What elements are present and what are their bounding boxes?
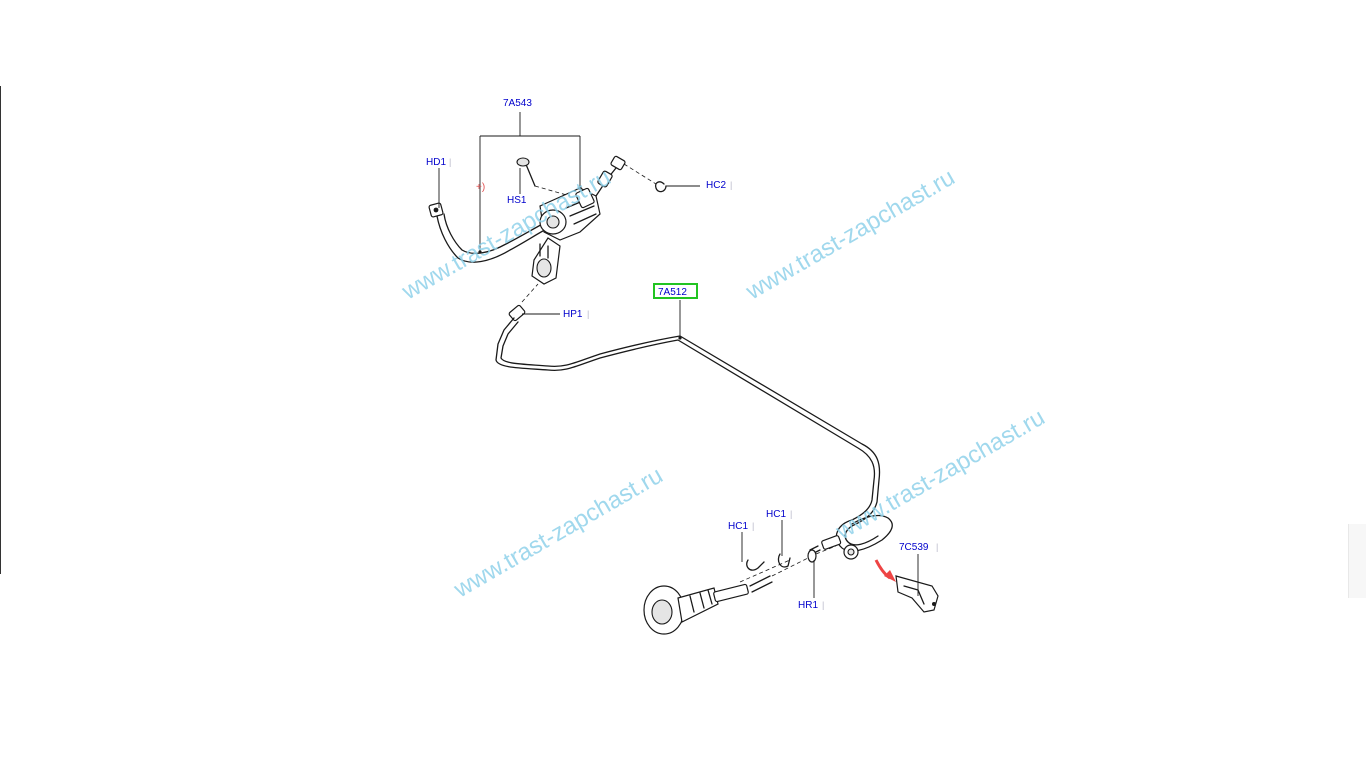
callout-7c539[interactable]: 7C539 [899, 542, 929, 553]
bracket-7c539 [895, 575, 939, 613]
slave-cylinder-neck [677, 587, 719, 623]
callout-7a543[interactable]: 7A543 [503, 98, 532, 109]
pipe-clip-dash [521, 283, 539, 303]
pipe-end-bore [847, 548, 855, 556]
callout-hd1[interactable]: HD1 [426, 157, 446, 168]
master-cylinder-group [428, 155, 667, 322]
clip-hc1-a [746, 559, 765, 571]
leader-7a543 [479, 112, 581, 252]
leader-dot [478, 250, 482, 254]
bolt-hs1-shaft [524, 161, 536, 187]
callout-tick: | [822, 600, 824, 610]
callout-tick: | [752, 521, 754, 531]
cylinder-cap [575, 187, 595, 209]
callout-hc1-left[interactable]: HC1 [728, 521, 748, 532]
callout-tick: | [790, 509, 792, 519]
leader-lines [438, 112, 919, 598]
scrollbar-track[interactable] [1348, 524, 1366, 598]
leader-dot [578, 186, 582, 190]
watermark-1: www.trast-zapchast.ru [397, 164, 616, 306]
note-mark: +) [476, 182, 485, 193]
callout-tick: | [936, 542, 938, 552]
left-frame-border [0, 86, 1, 574]
pipe-7a512-inner [500, 321, 881, 525]
callout-hr1[interactable]: HR1 [798, 600, 818, 611]
watermark-2: www.trast-zapchast.ru [741, 164, 960, 306]
callout-hc1-right[interactable]: HC1 [766, 509, 786, 520]
slave-cylinder-group [643, 545, 837, 635]
watermark-4: www.trast-zapchast.ru [831, 404, 1050, 546]
leader-dot [678, 336, 682, 340]
install-arrow-head [884, 570, 896, 582]
callout-7a512[interactable]: 7A512 [658, 287, 687, 298]
clip-dot [433, 207, 439, 213]
callout-labels: 7A543 HD1 | HS1 +) HC2 | HP1 | 7A512 HC1… [426, 98, 938, 611]
clip-hc2 [654, 181, 667, 193]
pushrod-clevis [610, 155, 626, 171]
slave-ribs [689, 589, 713, 613]
hydraulic-pipe-group [495, 317, 893, 560]
callout-tick: | [730, 180, 732, 190]
callout-tick: | [449, 157, 451, 167]
bolt-hs1-dash [534, 185, 571, 197]
bracket-hole [536, 258, 552, 278]
slave-inlet-tip [749, 575, 773, 593]
bracket-hole [932, 602, 936, 606]
bracket-ribs [539, 243, 549, 259]
pipe-end-nut [821, 535, 842, 550]
bolt-hs1-head [516, 157, 530, 167]
master-cylinder-port [546, 215, 560, 229]
slave-inlet-pipe [713, 583, 749, 603]
pushrod-boot [597, 170, 613, 188]
reservoir-hose [436, 215, 553, 263]
clip-hc1-dash [739, 559, 791, 583]
watermarks: www.trast-zapchast.ru www.trast-zapchast… [397, 164, 1050, 604]
callout-tick: | [587, 309, 589, 319]
selected-callout-box [653, 283, 698, 299]
pipe-7a512-outer [495, 317, 876, 521]
slave-cylinder-bore [651, 599, 673, 625]
callout-hs1[interactable]: HS1 [507, 195, 527, 206]
pipe-loop-inner [844, 523, 879, 546]
o-ring-dash-2 [815, 545, 837, 555]
watermark-3: www.trast-zapchast.ru [449, 462, 668, 604]
callout-hp1[interactable]: HP1 [563, 309, 583, 320]
callout-hc2[interactable]: HC2 [706, 180, 726, 191]
clip-hc2-dash [623, 163, 657, 185]
o-ring-dash [771, 557, 809, 577]
o-ring-hr1 [807, 549, 817, 563]
bracket-7c539-group [874, 559, 939, 613]
pipe-clip-hp1 [508, 304, 526, 322]
